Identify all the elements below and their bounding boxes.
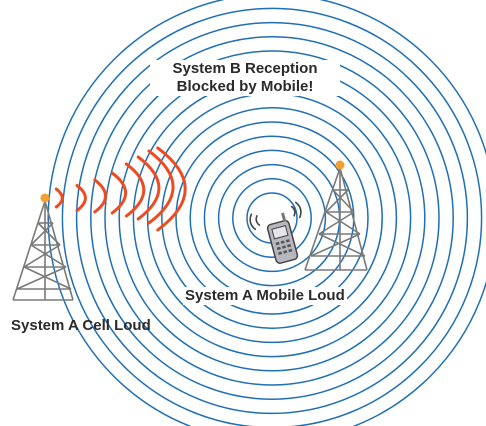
phone-emission-wave — [255, 215, 261, 226]
cell-signal-arcs — [54, 146, 187, 232]
mobile-loud-label: System A Mobile Loud — [183, 287, 347, 305]
reception-label-line1: System B Reception — [172, 60, 318, 77]
signal-arc — [136, 155, 161, 221]
phone-emission-wave — [249, 213, 257, 231]
wave-ring — [189, 135, 355, 301]
signal-arc — [75, 184, 87, 212]
phone-emission-wave — [294, 201, 302, 219]
signal-arc — [93, 178, 107, 214]
signal-arc — [110, 171, 128, 215]
wave-ring — [104, 50, 440, 386]
left-cell-tower-icon — [12, 193, 74, 301]
signal-arc — [147, 149, 175, 225]
wave-ring — [146, 92, 398, 344]
wave-ring — [217, 163, 327, 273]
right-cell-tower-icon — [304, 160, 368, 271]
reception-label-line2: Blocked by Mobile! — [176, 78, 314, 95]
cell-loud-label: System A Cell Loud — [11, 317, 151, 334]
signal-arc — [124, 162, 146, 218]
signal-arc — [156, 146, 187, 232]
wave-ring — [161, 107, 383, 329]
wave-ring — [61, 7, 483, 426]
mobile-phone-icon — [249, 201, 302, 264]
wave-ring — [47, 0, 486, 426]
wave-ring — [232, 178, 312, 258]
phone-emission-wave — [290, 205, 296, 217]
wave-ring — [75, 21, 469, 415]
wave-ring — [203, 149, 341, 287]
wave-ring — [118, 64, 426, 372]
wave-ring — [90, 36, 454, 400]
wave-ring — [132, 78, 412, 358]
signal-arc — [54, 187, 64, 209]
reception-blocked-label: System B Reception Blocked by Mobile! — [150, 60, 340, 96]
wave-ring — [175, 121, 369, 315]
